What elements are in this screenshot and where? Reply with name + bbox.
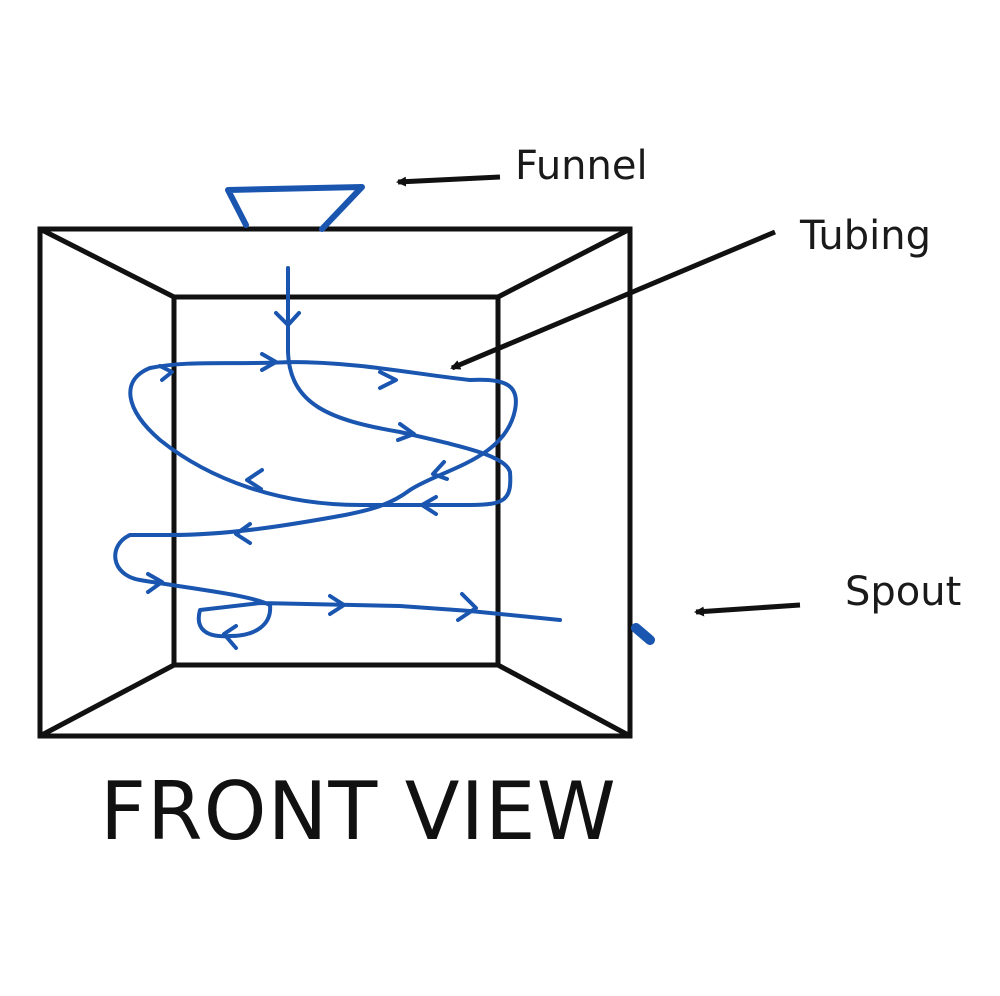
- funnel-callout-arrow: [396, 174, 501, 187]
- diagonal-bottom-left: [38, 662, 176, 739]
- flow-arrow-7: [420, 495, 438, 516]
- flow-arrow-2: [260, 352, 278, 372]
- diagonal-bottom-right: [496, 662, 632, 739]
- spout-mark: [631, 623, 655, 645]
- spout-label: Spout: [845, 569, 962, 615]
- funnel-shape: [225, 184, 365, 232]
- box-frame: [37, 226, 633, 739]
- flow-arrow-4: [378, 370, 398, 390]
- flow-arrow-11: [328, 594, 346, 616]
- flow-arrow-10: [146, 572, 164, 594]
- outer-box: [37, 226, 633, 739]
- inner-box: [171, 294, 501, 668]
- tubing-flow-arrows: [146, 311, 478, 650]
- diagonal-top-right: [496, 226, 632, 300]
- spout-callout-arrow: [694, 602, 801, 617]
- diagonal-top-left: [38, 226, 176, 300]
- flow-arrow-12: [456, 592, 478, 622]
- flow-arrow-3: [158, 364, 174, 382]
- tubing-path: [113, 266, 562, 639]
- flow-arrow-9: [234, 522, 252, 545]
- diagram-caption: FRONT VIEW: [100, 765, 617, 858]
- flow-arrow-8: [245, 468, 264, 491]
- tubing-label: Tubing: [800, 213, 931, 259]
- flow-arrow-6: [431, 460, 449, 481]
- funnel-label: Funnel: [515, 143, 648, 189]
- flow-arrow-1: [274, 311, 301, 327]
- tubing-callout-arrow: [450, 229, 776, 371]
- flow-arrow-5: [396, 422, 416, 442]
- flow-arrow-13: [222, 624, 238, 650]
- callout-arrows: [396, 174, 801, 617]
